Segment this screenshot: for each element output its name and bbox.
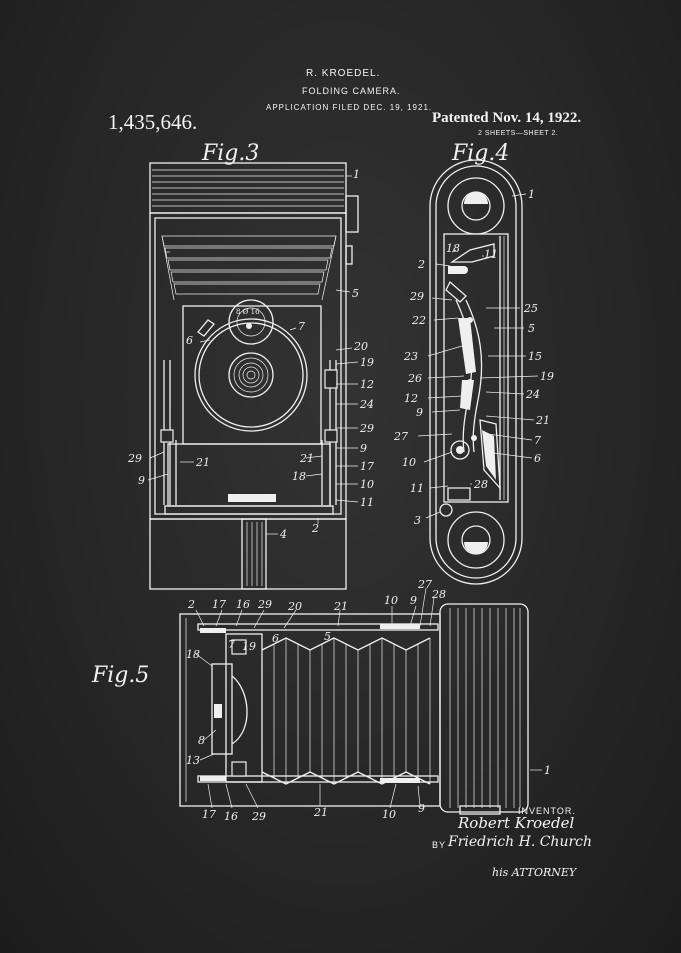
fig5-ref-29-lower: 29 <box>251 810 266 823</box>
fig5-ref-9-lower: 9 <box>418 802 425 815</box>
fig5-ref-1: 1 <box>544 764 551 777</box>
fig4-ref-15: 15 <box>528 350 542 363</box>
fig5-ref-10: 10 <box>384 594 398 607</box>
fig4-ref-19: 19 <box>540 370 554 383</box>
fig4-ref-29: 29 <box>409 290 424 303</box>
fig4-ref-18: 18 <box>446 242 460 255</box>
fig5-ref-16: 16 <box>236 598 250 611</box>
fig5-ref-19: 19 <box>242 640 256 653</box>
fig4-ref-11-lower: 11 <box>410 482 424 495</box>
fig5-ref-9: 9 <box>410 594 417 607</box>
fig3-ref-7: 7 <box>298 320 305 333</box>
fig4-ref-3: 3 <box>414 514 421 527</box>
fig5-ref-17-lower: 17 <box>202 808 216 821</box>
fig4-ref-23: 23 <box>403 350 418 363</box>
attorney-signature: Friedrich H. Church <box>448 834 593 850</box>
fig5-ref-20: 20 <box>287 600 302 613</box>
fig3-ref-9-left: 9 <box>138 474 145 487</box>
fig4-ref-10: 10 <box>402 456 416 469</box>
fig3-ref-19: 19 <box>360 356 374 369</box>
fig4-ref-6: 6 <box>534 452 541 465</box>
fig4-ref-21: 21 <box>535 414 550 427</box>
fig5-ref-28: 28 <box>431 588 446 601</box>
inventor-label: INVENTOR. <box>518 806 576 816</box>
fig4-ref-25: 25 <box>523 302 538 315</box>
fig4-ref-1: 1 <box>528 188 535 201</box>
fig4-ref-9: 9 <box>416 406 423 419</box>
fig4-ref-2: 2 <box>417 258 425 271</box>
fig3-ref-11: 11 <box>360 496 374 509</box>
fig3-ref-10: 10 <box>360 478 374 491</box>
fig4-ref-11: 11 <box>484 248 498 261</box>
fig3-ref-4: 4 <box>279 528 287 541</box>
fig4-ref-28: 28 <box>473 478 488 491</box>
fig5-ref-13: 13 <box>186 754 200 767</box>
fig4-ref-26: 26 <box>407 372 422 385</box>
fig3-ref-24: 24 <box>359 398 374 411</box>
fig5-ref-21: 21 <box>333 600 348 613</box>
fig3-ref-21-right: 21 <box>299 452 314 465</box>
fig3-ref-18: 18 <box>292 470 306 483</box>
fig5-ref-18: 18 <box>186 648 200 661</box>
patent-number: 1,435,646. <box>108 110 198 134</box>
fig4-ref-22: 22 <box>411 314 426 327</box>
fig3-ref-20: 20 <box>353 340 368 353</box>
fig3-ref-21-left: 21 <box>195 456 210 469</box>
fig4-drawing: Fig.4 <box>393 141 554 585</box>
fig3-ref-1: 1 <box>353 168 360 181</box>
patented-date: Patented Nov. 14, 1922. <box>432 110 582 126</box>
inventor-signature: Robert Kroedel <box>458 814 575 832</box>
fig4-ref-27: 27 <box>393 430 408 443</box>
by-label: BY <box>432 840 447 850</box>
filing-date: APPLICATION FILED DEC. 19, 1921. <box>266 103 433 112</box>
fig5-ref-29: 29 <box>257 598 272 611</box>
fig5-ref-8: 8 <box>198 734 205 747</box>
fig4-ref-24: 24 <box>525 388 540 401</box>
fig3-ref-9-right: 9 <box>360 442 367 455</box>
fig3-ref-29-left: 29 <box>127 452 142 465</box>
fig4-ref-12: 12 <box>404 392 418 405</box>
fig5-ref-5: 5 <box>324 630 331 643</box>
fig5-ref-2: 2 <box>187 598 195 611</box>
patent-title: FOLDING CAMERA. <box>302 86 401 96</box>
fig5-ref-7: 7 <box>228 638 235 651</box>
fig3-ref-6: 6 <box>186 334 193 347</box>
fig3-drawing: Fig.3 <box>127 141 374 590</box>
fig3-label: Fig.3 <box>201 141 259 166</box>
fig5-label: Fig.5 <box>91 663 149 688</box>
fig4-ref-7: 7 <box>534 434 541 447</box>
sheet-count: 2 SHEETS—SHEET 2. <box>478 130 559 137</box>
fig5-ref-17: 17 <box>212 598 226 611</box>
fig3-ref-17: 17 <box>360 460 374 473</box>
inventor-name: R. KROEDEL. <box>306 68 381 79</box>
fig5-ref-16-lower: 16 <box>224 810 238 823</box>
fig5-ref-10-lower: 10 <box>382 808 396 821</box>
fig5-ref-27: 27 <box>417 578 432 591</box>
fig3-ref-29-right: 29 <box>359 422 374 435</box>
fig5-ref-6: 6 <box>272 632 279 645</box>
fig3-ref-12: 12 <box>360 378 374 391</box>
fig4-ref-5: 5 <box>528 322 535 335</box>
fig5-ref-21-lower: 21 <box>313 806 328 819</box>
attorney-label: his ATTORNEY <box>492 866 577 879</box>
fig3-lens-marking: 8 Ø 16 <box>236 308 260 316</box>
fig3-ref-5: 5 <box>352 287 359 300</box>
fig5-drawing: Fig.5 <box>91 578 551 823</box>
fig3-ref-2: 2 <box>311 522 319 535</box>
